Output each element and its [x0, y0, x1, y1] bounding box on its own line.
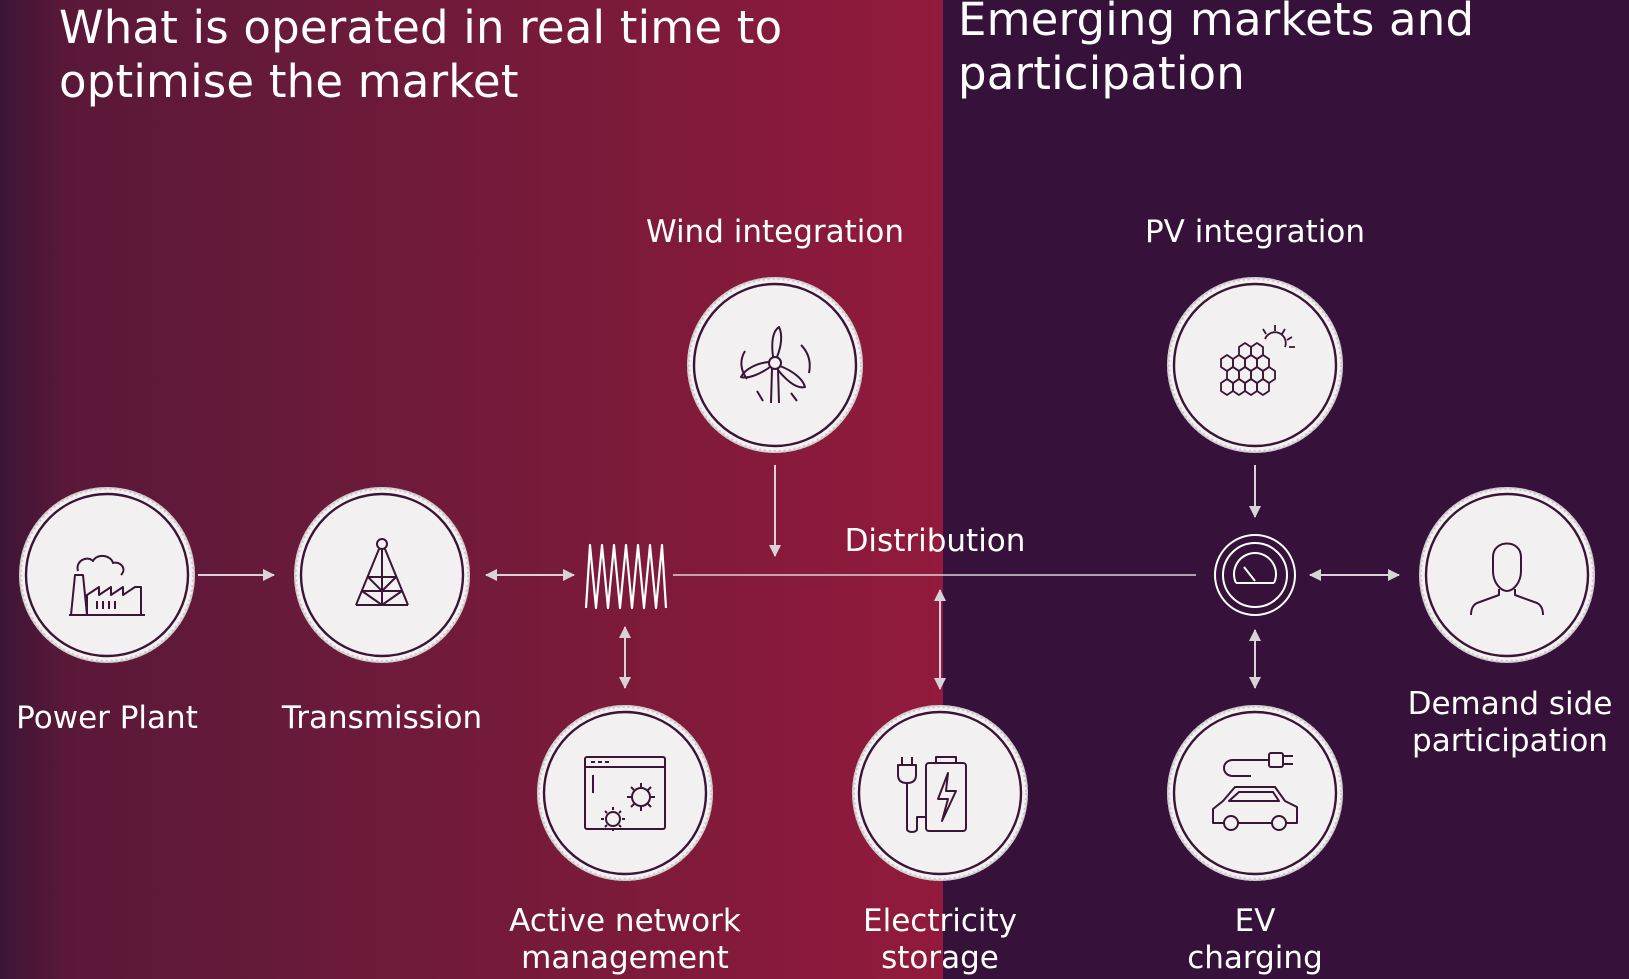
right-heading-line-1: Emerging markets and: [958, 0, 1475, 46]
left-heading: What is operated in real time to optimis…: [59, 1, 782, 109]
electric-car-icon: [1212, 752, 1298, 831]
pv-node: [1165, 275, 1345, 455]
transmission-label: Transmission: [281, 700, 483, 736]
ev-node: [1165, 703, 1345, 883]
ev-label-line-1: EV: [1234, 903, 1276, 939]
wind-label: Wind integration: [645, 214, 905, 250]
left-heading-line-1: What is operated in real time to: [59, 1, 783, 54]
demand-label: Demand side participation: [1408, 686, 1613, 760]
ev-label: EV charging: [1187, 903, 1323, 977]
solar-panel-icon: [1220, 325, 1295, 396]
plug-battery-icon: [897, 756, 967, 833]
transmission-tower-icon: [355, 538, 409, 606]
demand-label-line-1: Demand side: [1407, 686, 1613, 722]
demand-label-line-2: participation: [1412, 723, 1608, 759]
anm-label: Active network management: [509, 903, 741, 977]
demand-node: [1417, 485, 1597, 665]
connectors: [198, 465, 1400, 690]
person-icon: [1470, 542, 1544, 616]
anm-node: [535, 703, 715, 883]
wind-node: [685, 275, 865, 455]
distribution-label: Distribution: [845, 523, 1026, 559]
waveform-icon: [584, 543, 668, 610]
transmission-node: [292, 485, 472, 665]
storage-node: [850, 703, 1030, 883]
power-plant-label: Power Plant: [16, 700, 198, 736]
meter-gauge-icon: [1214, 534, 1296, 616]
storage-label-line-1: Electricity: [863, 903, 1017, 939]
pv-label: PV integration: [1144, 214, 1366, 250]
ev-label-line-2: charging: [1187, 940, 1323, 976]
anm-label-line-2: management: [521, 940, 729, 976]
storage-label: Electricity storage: [863, 903, 1017, 977]
browser-gears-icon: [584, 756, 666, 831]
wind-turbine-icon: [740, 326, 811, 404]
power-plant-node: [17, 485, 197, 665]
storage-label-line-2: storage: [881, 940, 999, 976]
anm-label-line-1: Active network: [509, 903, 741, 939]
factory-icon: [69, 555, 145, 616]
left-heading-line-2: optimise the market: [59, 55, 519, 108]
left-panel-background: [0, 0, 943, 979]
right-heading: Emerging markets and participation: [958, 0, 1474, 101]
right-heading-line-2: participation: [958, 47, 1245, 100]
